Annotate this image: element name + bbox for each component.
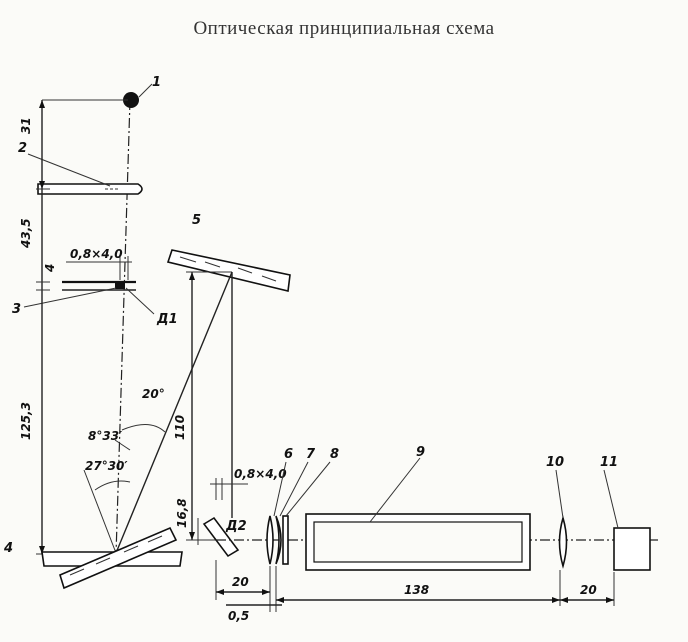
mirror-5 <box>166 249 291 292</box>
angle-27-30: 27°30′ <box>85 459 128 473</box>
label-d2: Д2 <box>225 519 247 534</box>
dim-20-right: 20 <box>580 583 597 597</box>
label-2: 2 <box>18 141 27 156</box>
label-9: 9 <box>416 445 425 460</box>
dim-0-5: 0,5 <box>228 609 249 623</box>
slit-diaphragm-d2 <box>202 478 248 558</box>
label-5: 5 <box>192 213 201 228</box>
angle-20: 20° <box>142 387 165 401</box>
diagram-title: Оптическая принципиальная схема <box>193 18 495 39</box>
dim-slit-1: 0,8×4,0 <box>70 247 123 261</box>
label-7: 7 <box>306 447 316 462</box>
dim-20-left: 20 <box>232 575 249 589</box>
dim-16-8: 16,8 <box>175 498 189 528</box>
label-4: 4 <box>3 541 13 556</box>
slit-diaphragm-3 <box>23 280 155 315</box>
ray-diagonal <box>115 271 233 554</box>
dim-4: 4 <box>43 264 57 273</box>
vertical-optical-axis <box>115 99 131 556</box>
dim-slit-2: 0,8×4,0 <box>234 467 287 481</box>
label-1: 1 <box>152 75 161 90</box>
dim-138: 138 <box>404 583 429 597</box>
grating-4 <box>41 526 183 590</box>
label-6: 6 <box>284 447 293 462</box>
label-10: 10 <box>546 455 564 470</box>
dim-125-3: 125,3 <box>19 402 33 440</box>
light-source-1 <box>123 83 153 108</box>
label-11: 11 <box>600 455 618 470</box>
photodetector-11 <box>603 469 651 571</box>
filter-8 <box>282 515 289 565</box>
lens-2 <box>27 153 143 195</box>
angle-8-33: 8°33′ <box>88 429 123 443</box>
dim-110: 110 <box>173 415 187 440</box>
label-d1: Д1 <box>156 312 178 327</box>
lens-10 <box>555 469 568 569</box>
dim-31: 31 <box>19 117 33 134</box>
lens-7 <box>275 515 282 565</box>
dim-43-5: 43,5 <box>19 218 33 249</box>
lens-6 <box>266 515 274 565</box>
cuvette-9 <box>305 457 531 571</box>
label-3: 3 <box>12 302 21 317</box>
label-8: 8 <box>330 447 339 462</box>
